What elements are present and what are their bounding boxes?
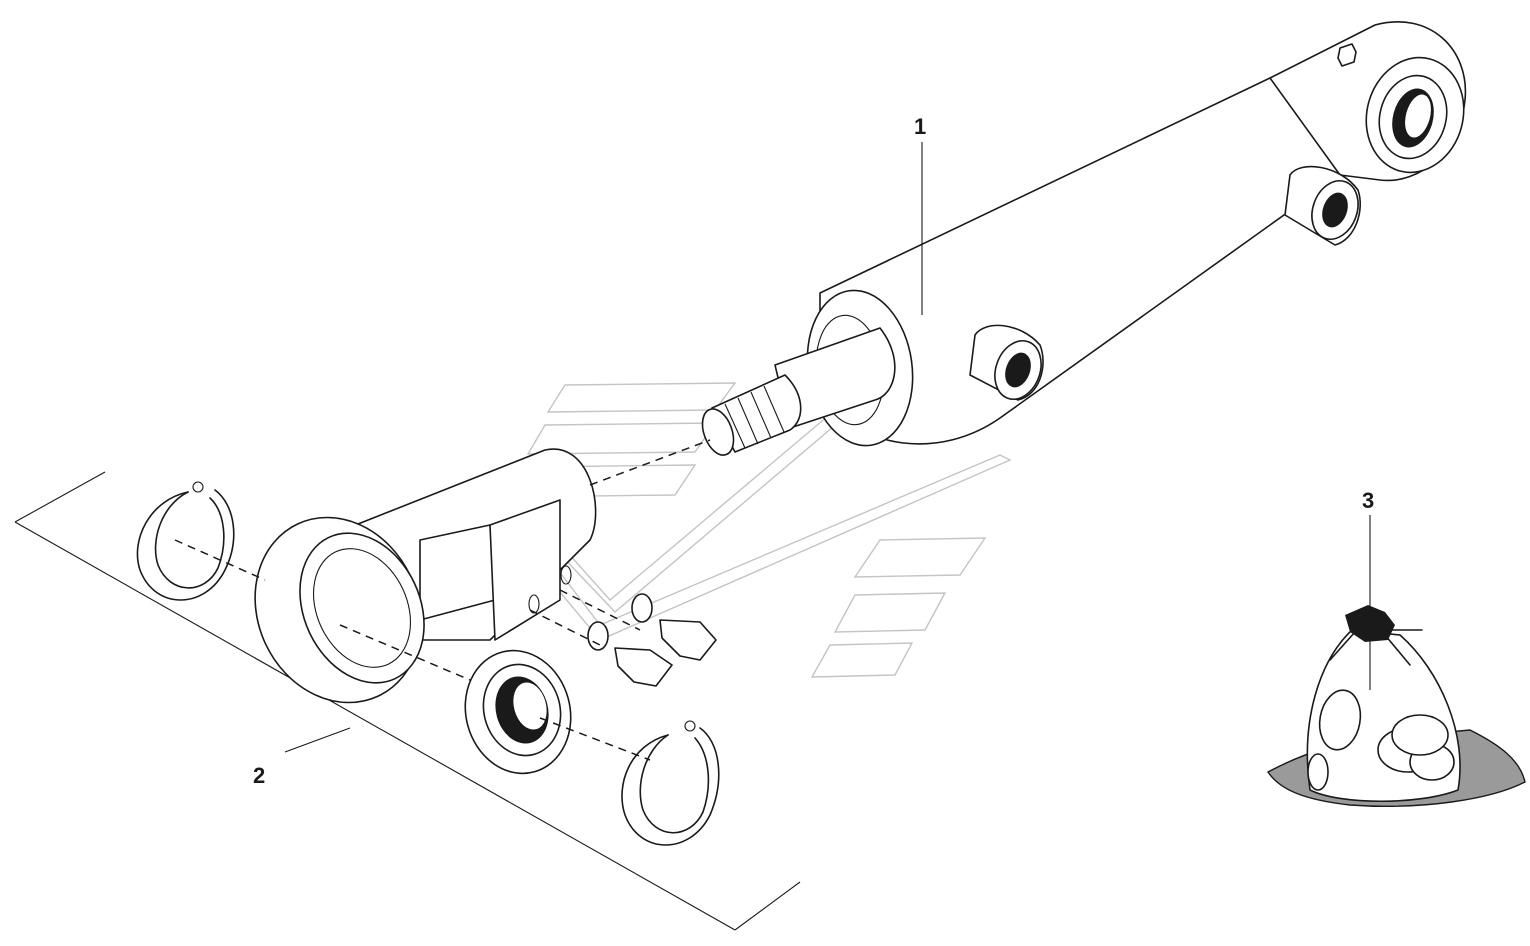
spherical-bearing	[464, 649, 572, 775]
circlip-right	[621, 720, 720, 846]
callout-part-1: 1	[914, 114, 926, 139]
leader-lines	[284, 142, 1371, 753]
assembly-dashed-lines	[174, 439, 711, 761]
parts-bag-kit	[1266, 605, 1526, 807]
bolts-and-washers	[587, 593, 717, 687]
piston-rod-eye	[254, 448, 597, 704]
cylinder-barrel	[701, 21, 1467, 456]
assembly-bracket-lines	[14, 471, 801, 931]
callout-part-2: 2	[253, 763, 265, 788]
circlip-left	[136, 481, 235, 601]
callout-part-3: 3	[1362, 488, 1374, 513]
